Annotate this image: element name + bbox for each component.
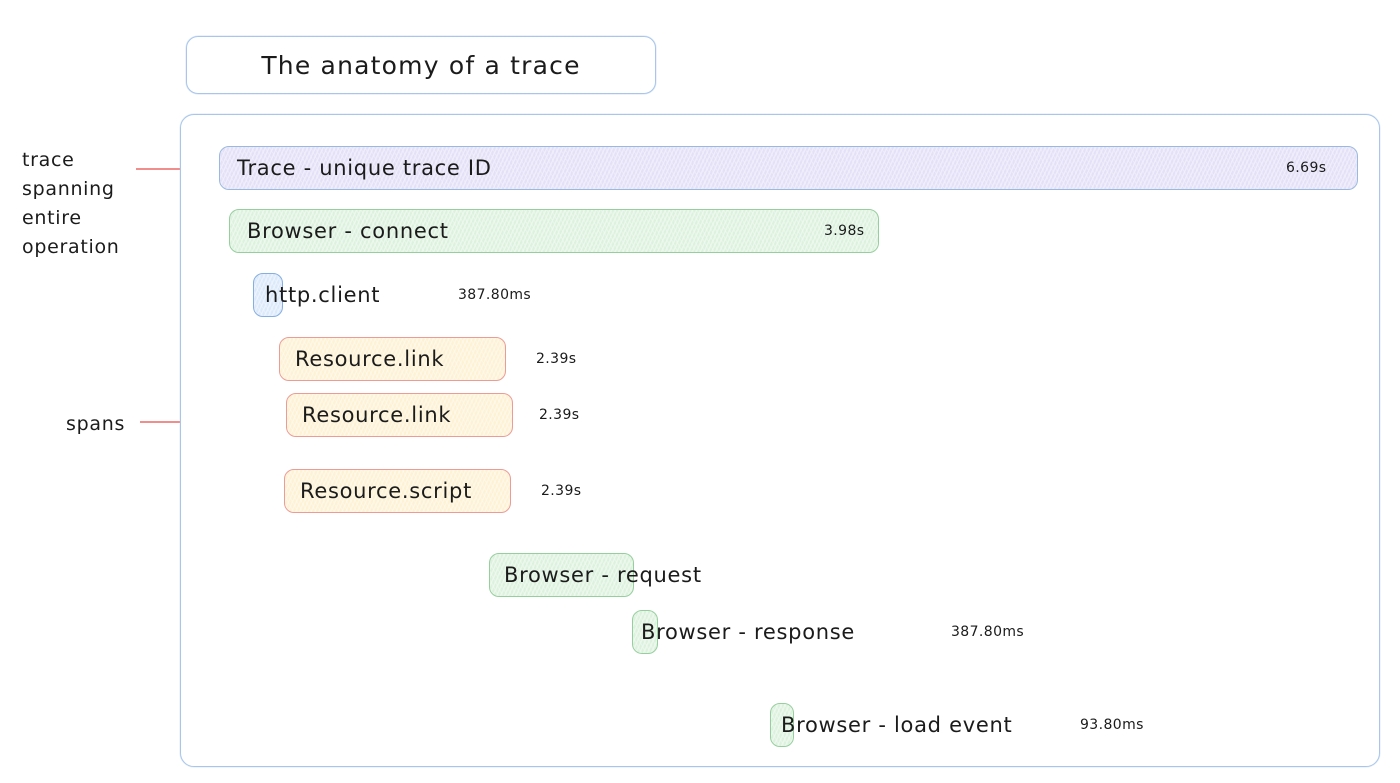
span-label-resource-link-1: Resource.link (295, 347, 445, 371)
span-label-resource-link-2: Resource.link (302, 403, 452, 427)
span-bar-resource-script[interactable] (284, 469, 511, 513)
trace-annotation-line-1: trace (22, 149, 75, 171)
span-row-browser-response[interactable]: Browser - response 387.80ms (181, 610, 1379, 654)
span-row-resource-link-1[interactable]: Resource.link 2.39s (181, 337, 1379, 381)
span-row-browser-request[interactable]: Browser - request (181, 553, 1379, 597)
trace-waterfall-container: Trace - unique trace ID 6.69s Browser - … (180, 114, 1380, 767)
span-row-resource-script[interactable]: Resource.script 2.39s (181, 469, 1379, 513)
span-duration-browser-load-event: 93.80ms (1080, 717, 1144, 733)
span-row-http-client[interactable]: http.client 387.80ms (181, 273, 1379, 317)
span-bar-browser-request[interactable] (489, 553, 634, 597)
span-label-trace-root: Trace - unique trace ID (237, 156, 492, 180)
span-bar-browser-response[interactable] (632, 610, 658, 654)
span-row-browser-connect[interactable]: Browser - connect 3.98s (181, 209, 1379, 253)
span-row-resource-link-2[interactable]: Resource.link 2.39s (181, 393, 1379, 437)
span-bar-http-client[interactable] (253, 273, 283, 317)
page-title: The anatomy of a trace (261, 50, 581, 80)
span-duration-resource-link-1: 2.39s (536, 351, 577, 367)
trace-annotation-line-2: spanning (22, 178, 115, 200)
title-box: The anatomy of a trace (186, 36, 656, 94)
spans-annotation-leader-line (140, 421, 214, 423)
span-label-browser-connect: Browser - connect (247, 219, 449, 243)
span-bar-resource-link-1[interactable] (279, 337, 506, 381)
span-label-browser-load-event: Browser - load event (781, 713, 1013, 737)
span-label-browser-response: Browser - response (641, 620, 856, 644)
span-duration-browser-response: 387.80ms (951, 624, 1025, 640)
span-bar-browser-load-event[interactable] (770, 703, 794, 747)
span-duration-trace-root: 6.69s (1286, 160, 1327, 176)
span-label-http-client: http.client (265, 283, 381, 307)
trace-annotation-line-3: entire (22, 207, 82, 229)
span-label-browser-request: Browser - request (504, 563, 702, 587)
spans-annotation-label: spans (66, 413, 126, 435)
span-bar-browser-connect[interactable] (229, 209, 879, 253)
span-row-trace-root[interactable]: Trace - unique trace ID 6.69s (181, 146, 1379, 190)
span-duration-resource-link-2: 2.39s (539, 407, 580, 423)
span-duration-http-client: 387.80ms (458, 287, 532, 303)
trace-annotation-line-4: operation (22, 236, 120, 258)
span-duration-browser-connect: 3.98s (824, 223, 865, 239)
span-label-resource-script: Resource.script (300, 479, 472, 503)
span-bar-resource-link-2[interactable] (286, 393, 513, 437)
trace-annotation-label: trace spanning entire operation (22, 146, 172, 262)
trace-annotation-leader-line (136, 168, 202, 170)
span-row-browser-load-event[interactable]: Browser - load event 93.80ms (181, 703, 1379, 747)
span-bar-trace-root[interactable] (219, 146, 1358, 190)
span-duration-resource-script: 2.39s (541, 483, 582, 499)
